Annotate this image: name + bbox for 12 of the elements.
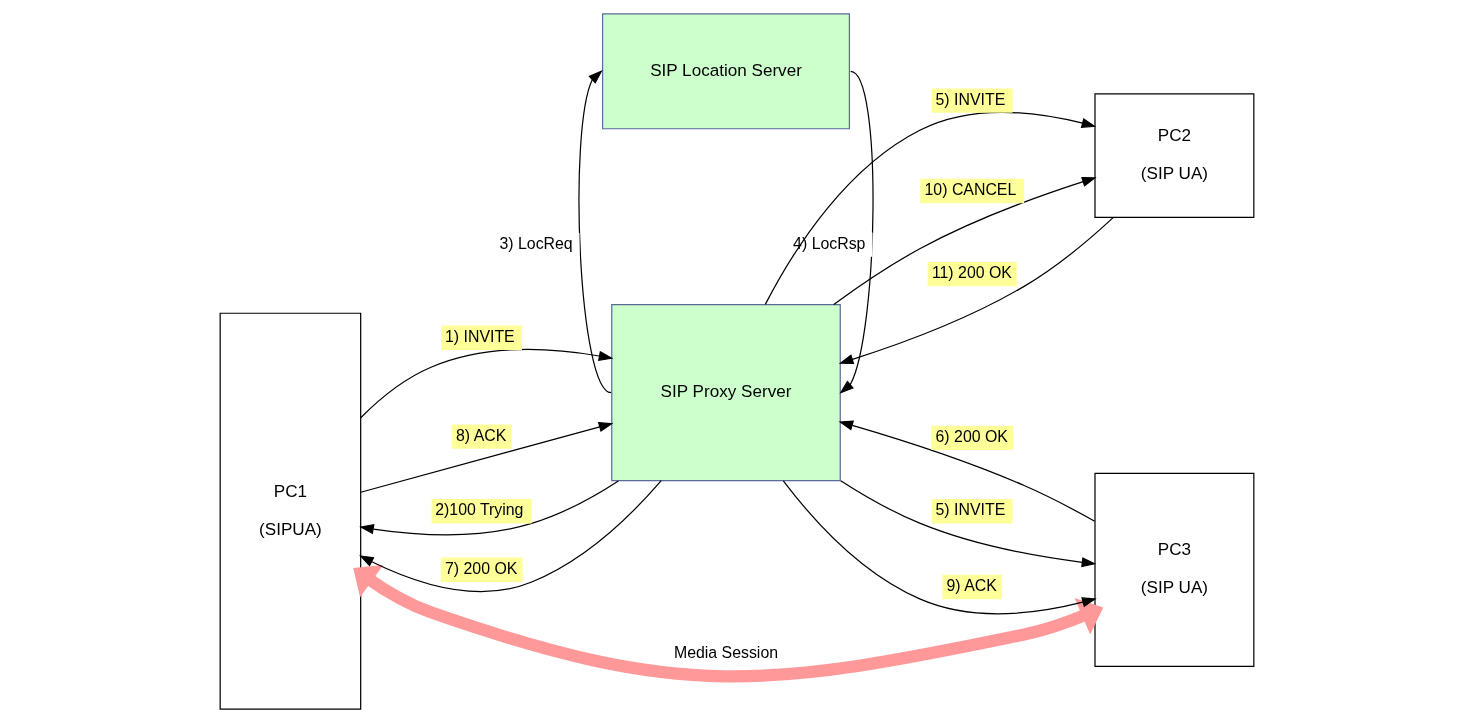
- edge-label: Media Session: [673, 643, 779, 661]
- edge-label: 11) 200 OK: [931, 263, 1012, 281]
- edge-label: 1) INVITE: [444, 327, 515, 345]
- edge-label: 2)100 Trying: [435, 500, 524, 518]
- edge-label: 6) 200 OK: [935, 427, 1008, 445]
- edge-label: 7) 200 OK: [444, 559, 518, 577]
- edge-label: 5) INVITE: [935, 500, 1006, 518]
- edge-label: 9) ACK: [946, 576, 997, 594]
- edge-label: 10) CANCEL: [924, 180, 1017, 198]
- edge-label: 8) ACK: [455, 426, 507, 444]
- edge-label: 5) INVITE: [935, 90, 1006, 108]
- edge-label: 3) LocReq: [499, 234, 573, 252]
